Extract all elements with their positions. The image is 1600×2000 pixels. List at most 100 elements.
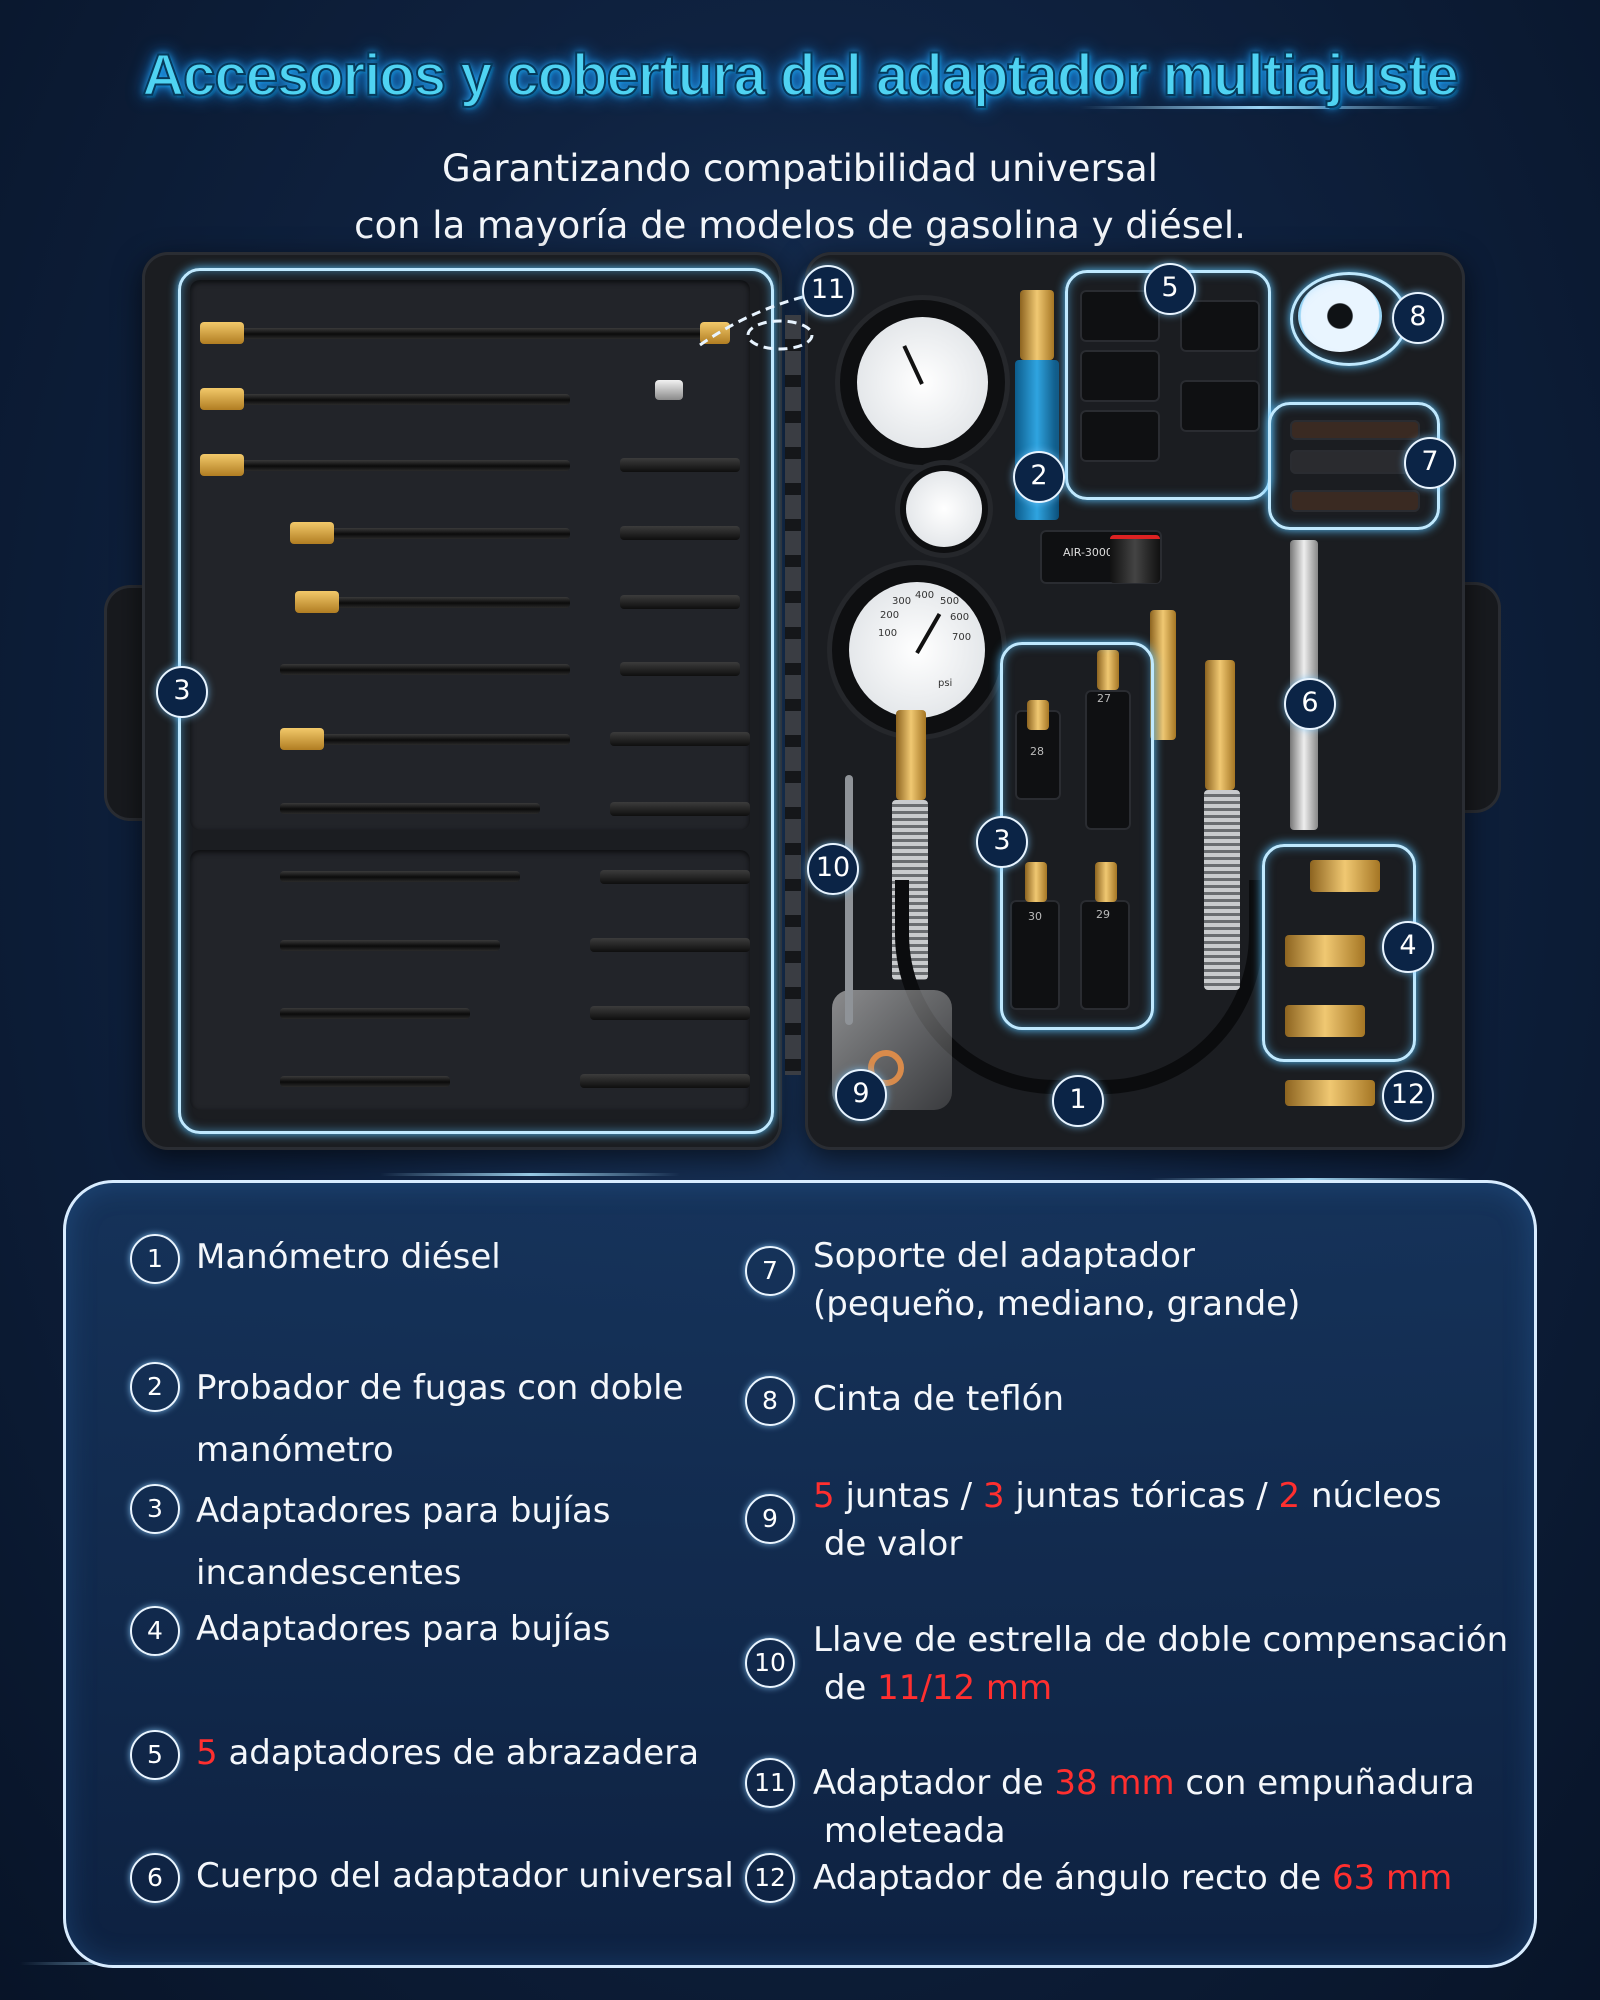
callout-8: 8 (1392, 292, 1444, 344)
legend-number: 8 (745, 1376, 795, 1426)
clamp-adapter (1180, 380, 1260, 432)
legend-item-7: Soporte del adaptador(pequeño, mediano, … (813, 1232, 1300, 1328)
glow-plug-adapter-rod (280, 1008, 470, 1019)
legend-item-5: 5 adaptadores de abrazadera (196, 1729, 699, 1777)
glow-plug-adapter-rod (320, 734, 570, 745)
callout-11: 11 (802, 265, 854, 317)
legend-number: 7 (745, 1246, 795, 1296)
legend-qty: 5 (196, 1733, 218, 1773)
callout-1: 1 (1052, 1075, 1104, 1127)
brass-fitting (200, 322, 244, 344)
brass-fitting (1150, 610, 1176, 740)
legend-size: 63 mm (1331, 1858, 1453, 1898)
adapter-stub (590, 1006, 750, 1020)
highlight-frame (1290, 272, 1408, 366)
legend-text: Cuerpo del adaptador universal (196, 1856, 734, 1896)
glow-plug-adapter-rod (330, 528, 570, 539)
legend-size: 38 mm (1054, 1763, 1175, 1803)
legend-text: con empuñadura (1174, 1763, 1475, 1803)
spark-plug-adapter (1310, 860, 1380, 892)
legend-text: núcleos (1300, 1476, 1442, 1516)
legend-text: juntas tóricas / (1004, 1476, 1279, 1516)
adapter-size-mark: 28 (1030, 745, 1044, 758)
quick-coupler (1020, 290, 1054, 360)
legend-number: 11 (745, 1758, 795, 1808)
adapter-stub (620, 595, 740, 609)
legend-text: adaptadores de abrazadera (217, 1733, 700, 1773)
glow-plug-adapter-rod (335, 597, 570, 608)
gauge-dial-mark: 200 (880, 610, 900, 621)
legend-item-1: Manómetro diésel (196, 1233, 501, 1281)
legend-text: Llave de estrella de doble compensación (813, 1620, 1509, 1660)
callout-9: 9 (835, 1069, 887, 1121)
subtitle-line-1: Garantizando compatibilidad universal (442, 147, 1158, 190)
light-flare (380, 1173, 680, 1176)
legend-text: Adaptador de ángulo recto de (813, 1858, 1332, 1898)
adapter-stub (610, 802, 750, 816)
legend-text: juntas / (834, 1476, 983, 1516)
callout-5: 5 (1144, 263, 1196, 315)
brass-tip (1095, 862, 1117, 902)
glow-plug-adapter-rod (280, 871, 520, 882)
legend-number: 1 (130, 1234, 180, 1284)
adapter-holder (1290, 490, 1420, 512)
gauge-dial-mark: 400 (915, 590, 935, 601)
adapter-holder (1290, 450, 1420, 474)
spark-plug-adapter (1285, 1005, 1365, 1037)
hose-coupler (1205, 660, 1235, 790)
foam-tray (190, 850, 750, 1110)
callout-3-right: 3 (976, 816, 1028, 868)
o-ring (868, 1050, 904, 1086)
glow-plug-adapter-rod (240, 328, 710, 339)
brass-tip (1097, 650, 1119, 690)
adapter-stub (620, 662, 740, 676)
callout-3-left: 3 (156, 666, 208, 718)
callout-leader (699, 293, 814, 351)
subtitle-line-2: con la mayoría de modelos de gasolina y … (354, 204, 1246, 247)
glow-plug-adapter-rod (240, 394, 570, 405)
gauge-dial-mark: 300 (892, 596, 912, 607)
legend-item-10: Llave de estrella de doble compensación … (813, 1616, 1508, 1712)
adapter-holder (1290, 420, 1420, 440)
legend-number: 3 (130, 1484, 180, 1534)
legend-qty: 5 (813, 1476, 835, 1516)
gauge-unit-label: psi (938, 678, 953, 689)
brass-tip (1025, 862, 1047, 902)
callout-2: 2 (1013, 451, 1065, 503)
brass-fitting (290, 522, 334, 544)
callout-4: 4 (1382, 921, 1434, 973)
legend-text: Adaptadores para bujías (196, 1491, 611, 1531)
hose-spring (1204, 790, 1240, 990)
legend-item-9: 5 juntas / 3 juntas tóricas / 2 núcleos … (813, 1472, 1442, 1568)
adapter-stub (590, 938, 750, 952)
legend-qty: 2 (1278, 1476, 1301, 1516)
brass-fitting (700, 322, 730, 344)
legend-number: 4 (130, 1606, 180, 1656)
callout-10: 10 (807, 843, 859, 895)
legend-text: Manómetro diésel (196, 1237, 501, 1277)
light-flare (1080, 106, 1440, 109)
glow-plug-adapter-rod (280, 1076, 450, 1087)
adapter-stub (600, 870, 750, 884)
clamp-adapter (1080, 350, 1160, 402)
gauge-dial-mark: 700 (952, 632, 972, 643)
adapter-stub (580, 1074, 750, 1088)
brass-fitting (200, 454, 244, 476)
legend-qty: 3 (982, 1476, 1005, 1516)
adapter-size-mark: 29 (1096, 908, 1110, 921)
adapter-stub (610, 732, 750, 746)
legend-size: 11/12 mm (877, 1668, 1053, 1708)
legend-text: incandescentes (196, 1553, 462, 1593)
brass-fitting (280, 728, 324, 750)
legend-text: (pequeño, mediano, grande) (813, 1284, 1301, 1324)
right-angle-adapter (1285, 1080, 1375, 1106)
legend-number: 6 (130, 1853, 180, 1903)
regulator-label: AIR-3000 (1063, 546, 1113, 559)
callout-6: 6 (1284, 678, 1336, 730)
glow-plug-adapter (1010, 900, 1060, 1010)
gauge-dial-mark: 100 (878, 628, 898, 639)
glow-plug-adapter-rod (280, 940, 500, 951)
legend-item-3: Adaptadores para bujías incandescentes (196, 1480, 611, 1604)
legend-number: 9 (745, 1494, 795, 1544)
light-flare (1150, 1178, 1470, 1181)
